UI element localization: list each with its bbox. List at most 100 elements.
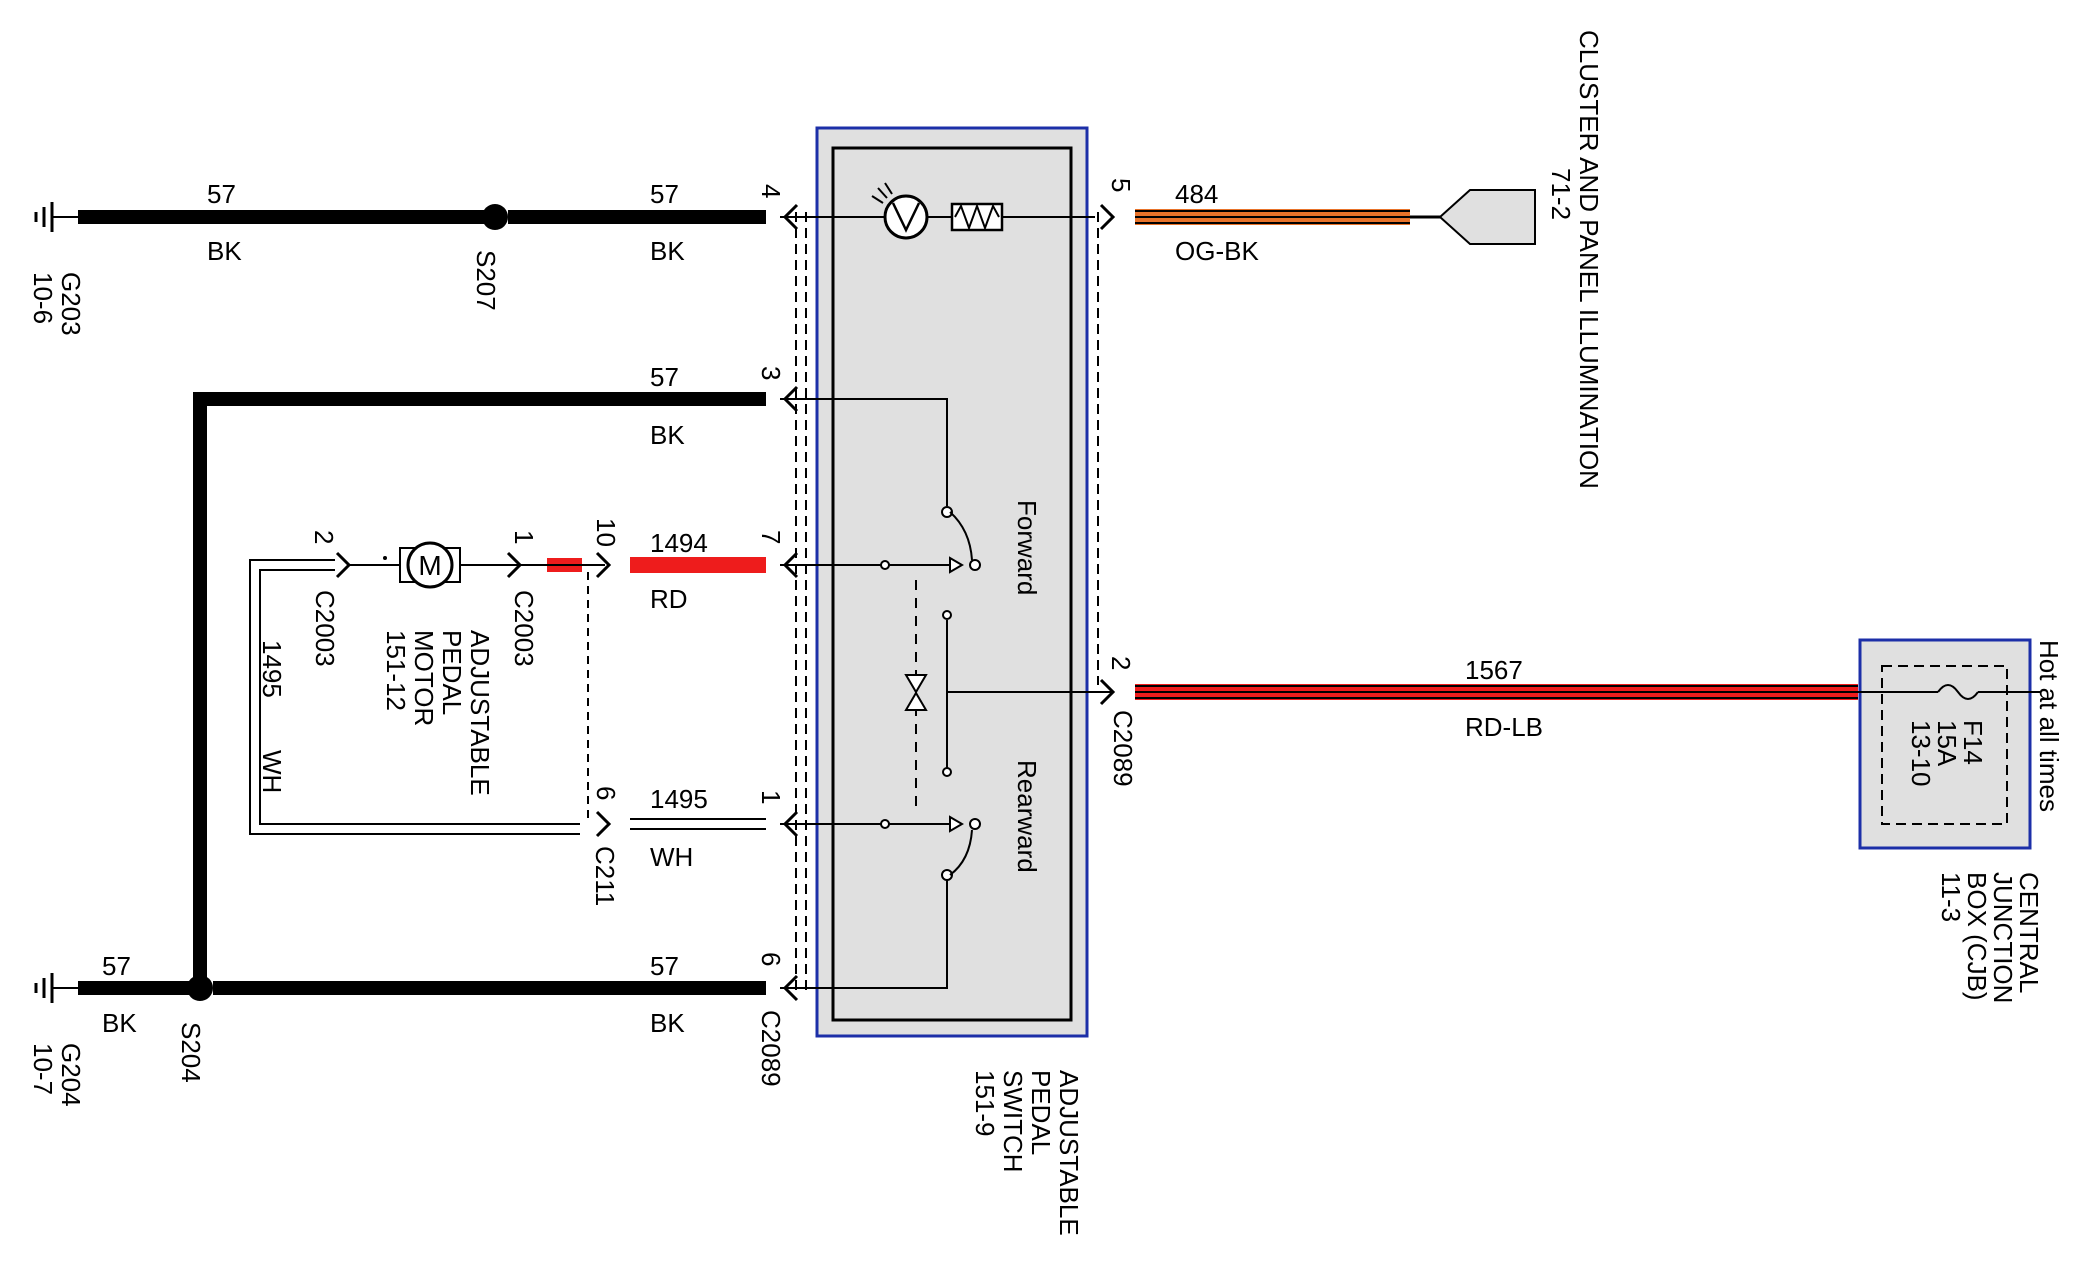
ground-g204: G204 10-7 [28,973,86,1107]
pin-number: 6 [756,952,786,966]
connector-c2003-pin1: 1 C2003 [506,530,539,667]
ground-g203-name: G203 [56,272,86,336]
wire-circuit-label: 484 [1175,179,1218,209]
connector-pin-1: 1 [756,790,950,838]
ground-g204-ref: 10-7 [28,1043,58,1095]
switch-label-line1: ADJUSTABLE [1054,1070,1084,1236]
wire-color-label: BK [650,1008,685,1038]
pin-number: 1 [756,790,786,804]
wire-1495-wh-loop: 1495 WH [249,559,580,835]
wire-color-label: WH [650,842,693,872]
wire-circuit-label: 1495 [650,784,708,814]
pin-number: 10 [591,518,621,547]
wire-57-bk-pin3: 57 BK [193,362,766,985]
connector-pin-7: 7 [756,530,950,579]
wire-57-bk-bottom-left: 57 BK [78,951,190,1038]
cjb-label-line2: JUNCTION [1988,872,2018,1003]
wire-484-og-bk: 484 OG-BK [1135,179,1440,266]
pin-number: 1 [509,530,539,544]
wire-circuit-label: 1567 [1465,655,1523,685]
wire-color-label: OG-BK [1175,236,1259,266]
illumination-lamp [871,182,929,240]
pin-number: 4 [756,184,786,198]
fuse-label-line1: F14 [1958,720,1988,765]
wire-circuit-label: 57 [650,362,679,392]
connector-pin-6: 6 C2089 [756,952,799,1087]
pin-number: 3 [756,366,786,380]
splice-s207-label: S207 [471,250,501,311]
pin-number: 5 [1106,178,1136,192]
central-junction-box: F14 15A 13-10 Hot at all times CENTRAL J… [1858,638,2064,1003]
connector-label: C211 [590,846,620,906]
hot-at-all-times-label: Hot at all times [2034,640,2064,812]
wire-color-label: BK [102,1008,137,1038]
wire-circuit-label: 57 [102,951,131,981]
splice-s207: S207 [471,204,508,311]
forward-switch: Forward [880,500,1042,620]
switch-label-line4: 151-9 [970,1070,1000,1137]
wire-circuit-label: 57 [650,179,679,209]
motor-label-line3: MOTOR [409,630,439,726]
pin-number: 6 [591,786,621,800]
ground-g203: G203 10-6 [28,202,86,336]
fuse-label-line2: 15A [1932,720,1962,767]
switch-label-line2: PEDAL [1026,1070,1056,1155]
switch-label: ADJUSTABLE PEDAL SWITCH 151-9 [970,1070,1084,1236]
cjb-label-line4: 11-3 [1936,872,1966,922]
cjb-label-line1: CENTRAL [2014,872,2044,993]
wire-1567-rd-lb: 1567 RD-LB [1135,655,1858,742]
adjustable-pedal-switch [795,126,1099,1038]
wire-color-label: BK [207,236,242,266]
wire-1495-wh: 1495 WH [630,784,766,872]
motor-label-line2: PEDAL [437,630,467,715]
switch-linkage [904,580,1112,812]
wire-color-label: RD [650,584,688,614]
cjb-label-line3: BOX (CJB) [1962,872,1992,1001]
wire-color-label: BK [650,420,685,450]
cluster-label-line1: CLUSTER AND PANEL ILLUMINATION [1574,30,1604,489]
motor-label-line1: ADJUSTABLE [465,630,495,796]
motor-label-line4: 151-12 [381,630,411,711]
rearward-label: Rearward [1012,760,1042,873]
wire-circuit-label: 1494 [650,528,708,558]
connector-pin-5: 5 [1099,178,1136,231]
switch-label-line3: SWITCH [998,1070,1028,1173]
resistor [950,202,1004,232]
wire-red-stub [520,558,605,822]
connector-label: C2089 [756,1010,786,1087]
wire-color-label: RD-LB [1465,712,1543,742]
connector-label: C2003 [310,590,340,667]
connector-label: C2089 [1108,710,1138,787]
motor-symbol: M [418,550,441,581]
connector-label: C2003 [509,590,539,667]
connector-pin-2: 2 C2089 [1099,656,1138,787]
wire-color-label: BK [650,236,685,266]
wire-circuit-label: 57 [650,951,679,981]
fuse-label-line3: 13-10 [1906,720,1936,787]
connector-pin-3: 3 [756,366,948,506]
wire-circuit-label: 57 [207,179,236,209]
connector-c2003-pin2: 2 C2003 [309,530,400,667]
connector-c211-pin10: 10 [591,518,621,579]
connector-pin-4: 4 [756,184,1095,231]
ground-g203-ref: 10-6 [28,272,58,324]
wire-1494-rd: 1494 RD [630,528,766,614]
forward-label: Forward [1012,500,1042,595]
adjustable-pedal-motor: M ADJUSTABLE PEDAL MOTOR 151-12 [381,541,520,796]
wire-circuit-label: 1495 [257,640,287,698]
pin-number: 2 [309,530,339,544]
ground-g204-name: G204 [56,1043,86,1107]
connector-c211-pin6: 6 C211 [590,786,621,906]
wire-57-bk-bottom-mid: 57 BK [213,951,766,1038]
wire-57-bk-top-mid: 57 BK [508,179,766,266]
wire-color-label: WH [257,750,287,793]
splice-s204: S204 [176,975,213,1083]
cluster-label-line2: 71-2 [1546,168,1576,220]
splice-s204-label: S204 [176,1022,206,1083]
cluster-connector: CLUSTER AND PANEL ILLUMINATION 71-2 [1438,30,1604,489]
rearward-switch: Rearward [780,760,1042,989]
pin-number: 7 [756,530,786,544]
pin-number: 2 [1106,656,1136,670]
wire-57-bk-top-left: 57 BK [78,179,492,266]
